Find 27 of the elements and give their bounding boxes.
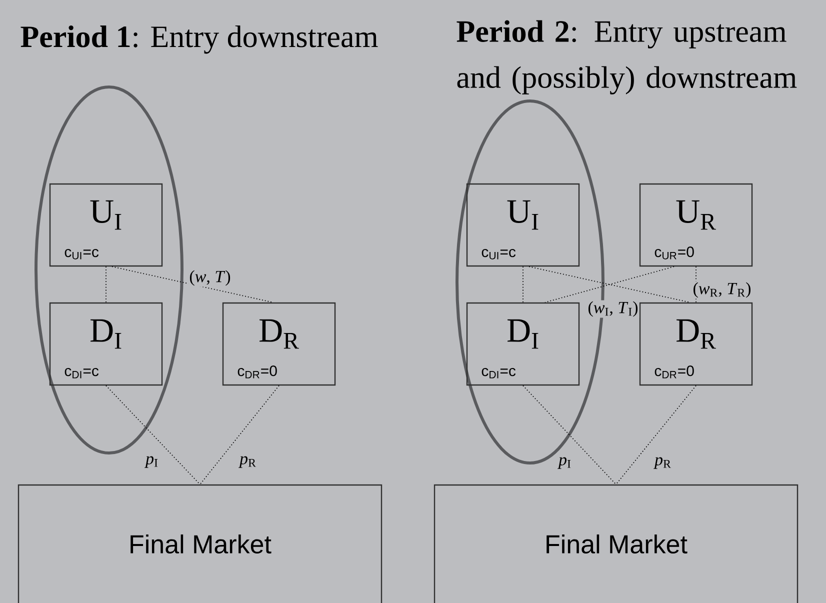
connector-line bbox=[522, 385, 616, 485]
connector-line bbox=[522, 266, 524, 303]
firm-box: D$_{R}$ c$_{DR}$=0 bbox=[639, 302, 753, 386]
edge-label: p$_{R}$ bbox=[654, 456, 672, 470]
connector-line bbox=[528, 266, 690, 303]
connector-line bbox=[112, 266, 274, 303]
edge-label: (w, T) bbox=[188, 269, 232, 287]
firm-box: U$_{I}$ c$_{UI}$=c bbox=[466, 183, 580, 267]
firm-box: D$_{I}$ c$_{DI}$=c bbox=[49, 302, 163, 386]
edge-label: p$_{R}$ bbox=[238, 455, 258, 469]
firm-box: D$_{I}$ c$_{DI}$=c bbox=[466, 302, 580, 386]
edge-label: (w$_{R}$, T$_{R}$) bbox=[692, 281, 752, 299]
firm-box: U$_{R}$ c$_{UR}$=0 bbox=[639, 183, 753, 267]
market-box: Final Market bbox=[18, 484, 382, 603]
connector-line bbox=[544, 266, 674, 303]
connector-line bbox=[616, 385, 696, 485]
edge-label: p$_{I}$ bbox=[558, 456, 572, 470]
connector-line bbox=[200, 385, 280, 485]
firm-box: U$_{I}$ c$_{UI}$=c bbox=[49, 183, 163, 267]
connector-line bbox=[106, 385, 200, 485]
edge-label: (w$_{I}$, T$_{I}$) bbox=[586, 300, 640, 318]
heading: Period 2: Entry upstream and (possibly) downstream bbox=[456, 20, 797, 94]
ellipse-outline bbox=[34, 86, 184, 454]
market-box: Final Market bbox=[434, 484, 798, 603]
heading: Period 1: Entry downstream bbox=[20, 25, 378, 54]
firm-box: D$_{R}$ c$_{DR}$=0 bbox=[222, 302, 336, 386]
edge-label: p$_{I}$ bbox=[144, 455, 160, 469]
